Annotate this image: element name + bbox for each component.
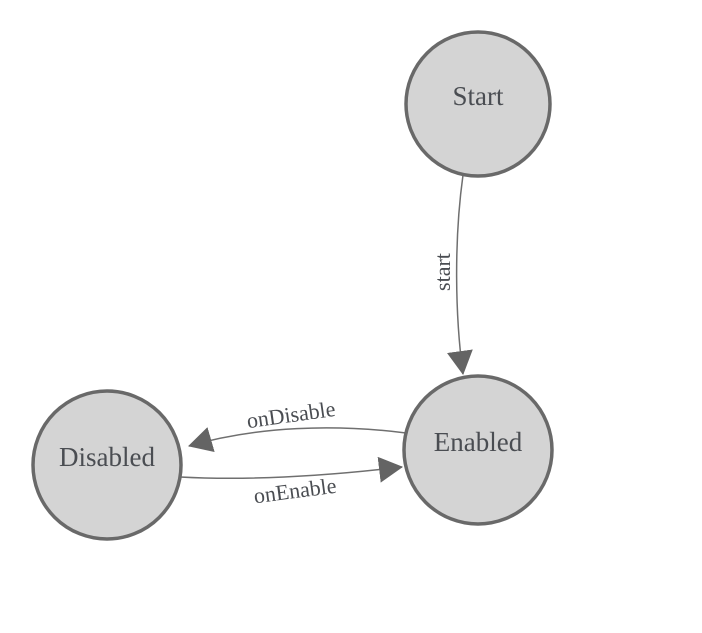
state-circle-disabled[interactable] [31,389,183,541]
state-label-disabled: Disabled [59,442,155,472]
state-circle-enabled[interactable] [402,374,554,526]
state-label-enabled: Enabled [434,427,523,457]
edge-line-disabled-to-enabled [179,456,403,483]
state-node-disabled[interactable]: Disabled [31,389,183,541]
state-node-start[interactable]: Start [404,30,552,178]
edge-enabled-to-disabled: onDisable [188,396,407,453]
state-node-enabled[interactable]: Enabled [402,374,554,526]
state-label-start: Start [453,81,504,111]
edge-line-enabled-to-disabled [188,427,407,453]
edge-line-start-to-enabled [447,174,473,375]
edge-disabled-to-enabled: onEnable [179,456,403,508]
edge-label-start: start [430,253,455,291]
edge-start-to-enabled: start [430,174,473,375]
state-circle-start[interactable] [404,30,552,178]
